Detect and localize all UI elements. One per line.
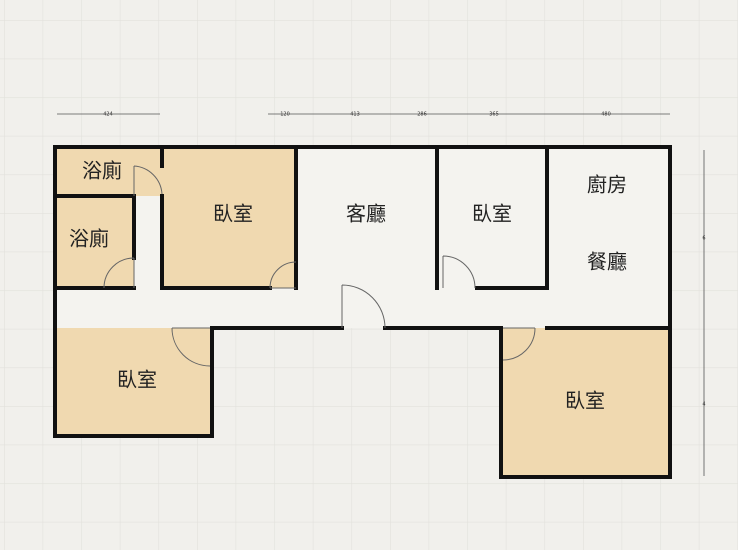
label-bedroom-2: 臥室: [472, 202, 512, 226]
doors: [103, 165, 536, 367]
room-bath-2[interactable]: [55, 196, 134, 288]
door-bedroom-3: [171, 327, 211, 367]
dim-top-1: 424: [103, 112, 113, 118]
dim-top-2: 120: [280, 112, 290, 118]
door-bedroom-2: [442, 255, 476, 289]
label-bedroom-3: 臥室: [117, 368, 157, 392]
dim-right-1: 6: [702, 236, 705, 242]
dim-top-4: 286: [417, 112, 427, 118]
label-kitchen: 廚房: [587, 173, 627, 197]
door-bedroom-1: [269, 261, 297, 289]
room-bedroom-4[interactable]: [501, 328, 670, 477]
label-bedroom-4: 臥室: [565, 389, 605, 413]
room-bath-1[interactable]: [55, 147, 162, 196]
label-dining: 餐廳: [587, 250, 627, 274]
label-bath-2: 浴廁: [69, 227, 109, 251]
room-bedroom-1[interactable]: [162, 147, 296, 288]
label-bedroom-1: 臥室: [213, 202, 253, 226]
room-bedroom-3[interactable]: [55, 328, 212, 436]
door-bath-1: [133, 165, 163, 196]
dim-top-3: 413: [350, 112, 360, 118]
door-bedroom-4: [502, 327, 536, 361]
door-bath-2: [103, 257, 135, 289]
dimension-lines: [57, 113, 705, 476]
dim-top-5: 365: [489, 112, 499, 118]
label-bath-1: 浴廁: [82, 159, 122, 183]
walls: [53, 145, 672, 479]
dim-top-6: 480: [601, 112, 611, 118]
door-living: [341, 284, 386, 329]
label-living: 客廳: [346, 202, 386, 226]
dim-right-2: 4: [702, 402, 705, 408]
